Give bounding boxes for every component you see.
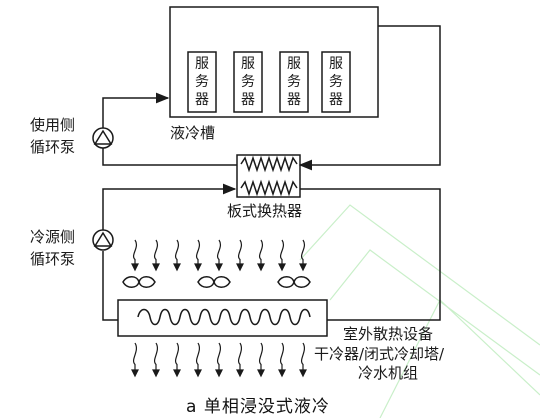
plate-heat-exchanger (236, 154, 301, 198)
outdoor-device-title: 室外散热设备 (343, 325, 434, 343)
air-flow-arrow-head (152, 369, 160, 378)
server-box (321, 51, 351, 113)
air-flow-arrow-head (131, 263, 139, 272)
server-box (187, 51, 217, 113)
fan-propeller (277, 276, 311, 288)
server-label: 服务器 (195, 56, 209, 108)
air-flow-arrow-head (152, 263, 160, 272)
source-pump-triangle (93, 231, 113, 247)
server-box (279, 51, 309, 113)
server-label: 服务器 (241, 56, 255, 108)
user-pump-triangle (93, 129, 113, 145)
air-flow-arrow-line (300, 239, 306, 265)
air-flow-arrow-head (131, 369, 139, 378)
pipe-hex-to-user-pump (102, 148, 237, 166)
pipe-source-left (102, 251, 118, 321)
air-flow-arrow-line (216, 342, 222, 371)
liquid-cooling-tank (169, 6, 379, 118)
outdoor-device-types: 干冷器/闭式冷却塔/ (314, 345, 445, 363)
air-flow-arrow-head (236, 263, 244, 272)
air-flow-arrow-line (174, 342, 180, 371)
pipe-tank-inlet (102, 92, 170, 128)
air-flow-arrow-head (215, 263, 223, 272)
server-label: 服务器 (329, 56, 343, 108)
heat-exchanger-label: 板式换热器 (227, 202, 303, 220)
air-flow-arrow-head (278, 263, 286, 272)
server-label: 服务器 (287, 56, 301, 108)
outdoor-cooler-coil (137, 308, 311, 326)
pipe-source-pump-to-hex (102, 183, 237, 230)
air-flow-arrow-line (153, 239, 159, 265)
fan-propeller (197, 276, 231, 288)
outdoor-cooler-box (117, 299, 328, 337)
air-flow-arrows-top (131, 239, 307, 272)
air-flow-arrow-line (195, 342, 201, 371)
server-box (233, 51, 263, 113)
user-pump-label-line2: 循环泵 (30, 138, 76, 156)
user-pump-circle (92, 127, 114, 149)
source-pump-circle (92, 229, 114, 251)
air-flow-arrow-line (279, 342, 285, 371)
figure-caption: a 单相浸没式液冷 (186, 397, 330, 417)
air-flow-arrow-line (258, 239, 264, 265)
air-flow-arrow-head (194, 263, 202, 272)
hex-coil-bottom (240, 179, 298, 197)
air-flow-arrow-line (174, 239, 180, 265)
air-flow-arrow-line (132, 342, 138, 371)
air-flow-arrow-head (173, 369, 181, 378)
air-flow-arrow-head (257, 263, 265, 272)
air-flow-arrow-line (216, 239, 222, 265)
air-flow-arrow-line (132, 239, 138, 265)
air-flow-arrow-head (194, 369, 202, 378)
tank-label: 液冷槽 (170, 124, 216, 142)
air-flow-arrow-line (258, 342, 264, 371)
source-pump-label-line2: 循环泵 (30, 250, 76, 268)
user-pump-label-line1: 使用侧 (30, 116, 76, 134)
air-flow-arrow-head (236, 369, 244, 378)
air-flow-arrow-head (215, 369, 223, 378)
source-pump-label-line1: 冷源侧 (30, 228, 76, 246)
fan-propeller (122, 276, 156, 288)
air-flow-arrow-line (153, 342, 159, 371)
watermark (299, 204, 540, 418)
air-flow-arrow-head (173, 263, 181, 272)
pipe-tank-outlet-right (298, 25, 441, 171)
air-flow-arrow-head (299, 369, 307, 378)
air-flow-arrow-head (278, 369, 286, 378)
air-flow-arrow-line (237, 239, 243, 265)
air-flow-arrow-line (195, 239, 201, 265)
air-flow-arrow-head (299, 263, 307, 272)
air-flow-arrow-line (300, 342, 306, 371)
outdoor-device-chiller: 冷水机组 (358, 364, 419, 382)
air-flow-arrow-line (237, 342, 243, 371)
air-flow-arrow-line (279, 239, 285, 265)
air-flow-arrow-head (257, 369, 265, 378)
air-flow-arrows-bottom (131, 342, 307, 378)
hex-coil-top (240, 155, 298, 173)
pipe-source-top (300, 188, 441, 321)
